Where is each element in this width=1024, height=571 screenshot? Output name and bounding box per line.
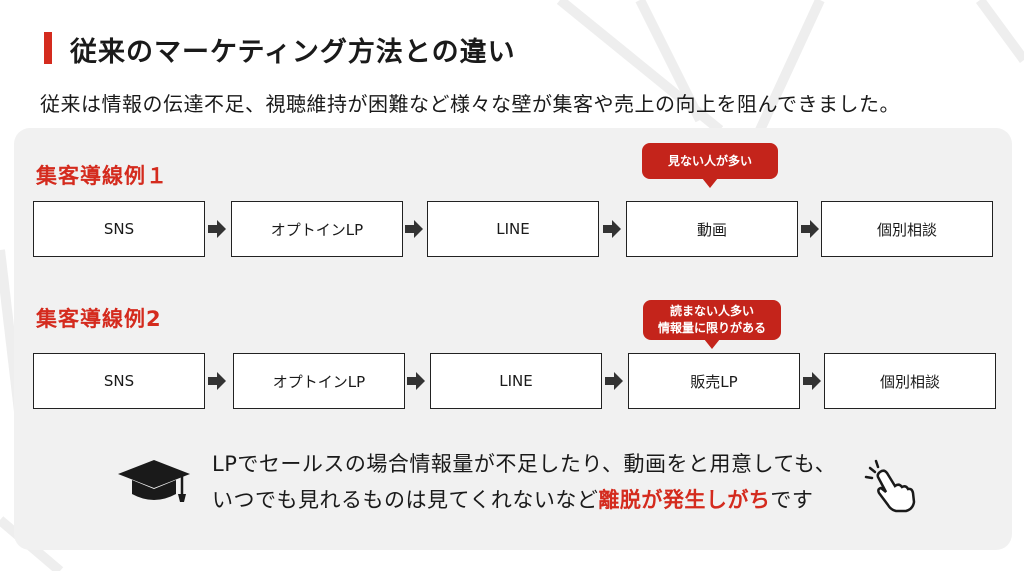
flow-example-2-callout: 読まない人多い 情報量に限りがある — [643, 300, 781, 349]
flow-1-step-optin-lp: オプトインLP — [231, 201, 403, 257]
conclusion-highlight: 離脱が発生しがち — [598, 488, 771, 512]
arrow-right-icon — [208, 220, 226, 238]
conclusion-line-2: いつでも見れるものは見てくれないなど離脱が発生しがちです — [212, 482, 836, 518]
pointing-hand-icon — [864, 459, 916, 513]
arrow-right-icon — [605, 372, 623, 390]
callout-line: 情報量に限りがある — [657, 321, 766, 335]
flow-2-step-optin-lp: オプトインLP — [233, 353, 405, 409]
flow-1-step-video: 動画 — [626, 201, 798, 257]
title-accent-bar — [44, 32, 52, 64]
arrow-right-icon — [405, 220, 423, 238]
arrow-right-icon — [208, 372, 226, 390]
callout-line: 読まない人多い — [669, 304, 754, 318]
flow-1-step-sns: SNS — [33, 201, 205, 257]
content-panel — [14, 128, 1012, 550]
flow-1-step-consultation: 個別相談 — [821, 201, 993, 257]
conclusion-line-2-prefix: いつでも見れるものは見てくれないなど — [212, 488, 599, 512]
graduation-cap-icon — [118, 460, 190, 502]
conclusion-line-2-suffix: です — [770, 488, 814, 512]
flow-example-1-callout: 見ない人が多い — [642, 143, 778, 188]
flow-2-step-sns: SNS — [33, 353, 205, 409]
flow-1-step-line: LINE — [427, 201, 599, 257]
arrow-right-icon — [803, 372, 821, 390]
conclusion-line-1: LPでセールスの場合情報量が不足したり、動画をと用意しても、 — [212, 452, 837, 476]
flow-2-step-line: LINE — [430, 353, 602, 409]
page-subtitle: 従来は情報の伝達不足、視聴維持が困難など様々な壁が集客や売上の向上を阻んできまし… — [40, 92, 900, 116]
arrow-right-icon — [801, 220, 819, 238]
conclusion-text: LPでセールスの場合情報量が不足したり、動画をと用意しても、 いつでも見れるもの… — [212, 446, 836, 518]
arrow-right-icon — [407, 372, 425, 390]
callout-line: 見ない人が多い — [667, 153, 752, 168]
arrow-right-icon — [603, 220, 621, 238]
flow-2-step-sales-lp: 販売LP — [628, 353, 800, 409]
flow-example-2-label: 集客導線例2 — [36, 307, 162, 331]
page-title: 従来のマーケティング方法との違い — [70, 37, 516, 68]
flow-2-step-consultation: 個別相談 — [824, 353, 996, 409]
flow-example-1-label: 集客導線例１ — [36, 164, 168, 188]
